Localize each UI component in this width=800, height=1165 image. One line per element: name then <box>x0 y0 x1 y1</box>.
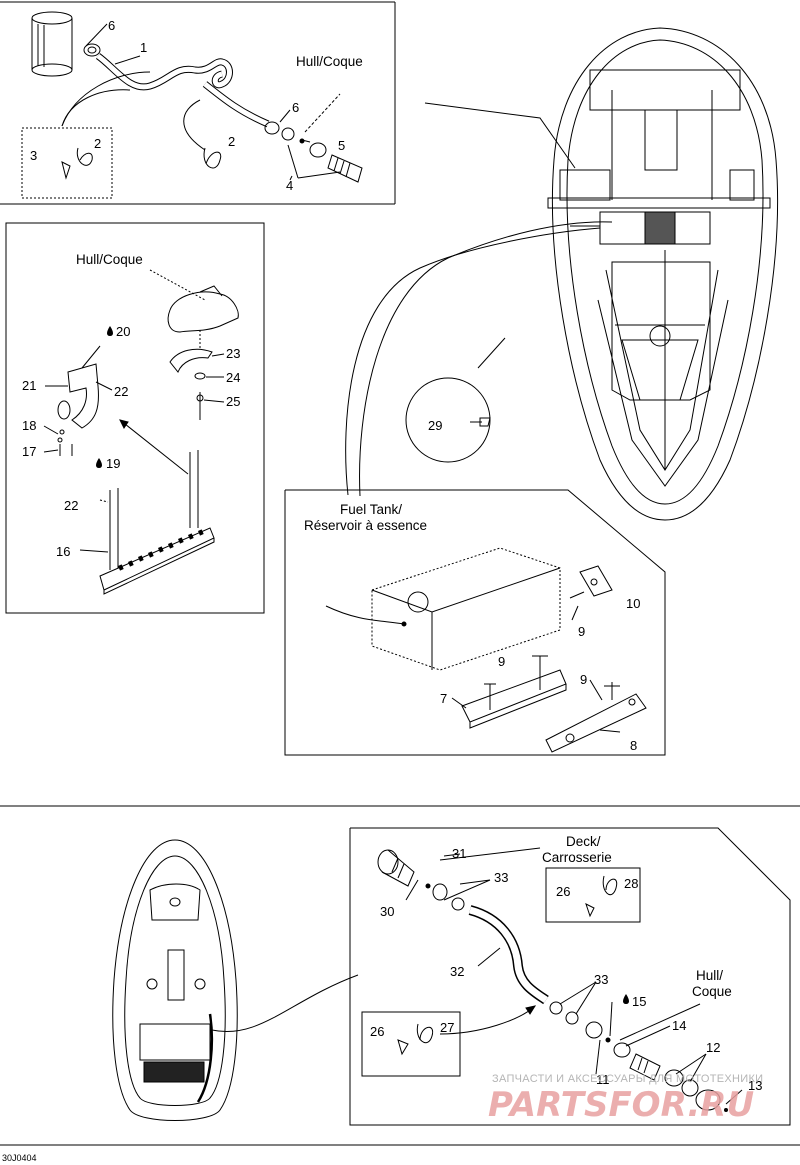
callout-24: 24 <box>226 370 240 385</box>
callout-13: 13 <box>748 1078 762 1093</box>
callout-33b: 33 <box>594 972 608 987</box>
callout-30: 30 <box>380 904 394 919</box>
bottom-assembly <box>361 847 743 1112</box>
drop-icon-15-group <box>623 994 629 1004</box>
callout-26b: 26 <box>370 1024 384 1039</box>
hull-top-view <box>547 27 779 521</box>
callout-27: 27 <box>440 1020 454 1035</box>
callout-9a: 9 <box>578 624 585 639</box>
callout-19: 19 <box>106 456 120 471</box>
callout-9b: 9 <box>498 654 505 669</box>
callout-16: 16 <box>56 544 70 559</box>
top-left-assembly <box>21 11 363 199</box>
callout-7: 7 <box>440 691 447 706</box>
hull-label-bottom-1: Hull/ <box>696 968 723 983</box>
callout-4: 4 <box>286 178 293 193</box>
hull-label-top: Hull/Coque <box>296 54 363 69</box>
callout-21: 21 <box>22 378 36 393</box>
hull-label-mid: Hull/Coque <box>76 252 143 267</box>
watermark-line1: ЗАПЧАСТИ И АКСЕССУАРЫ ДЛЯ МОТОТЕХНИКИ <box>492 1073 763 1085</box>
callout-26a: 26 <box>556 884 570 899</box>
callout-17: 17 <box>22 444 36 459</box>
watermark: ЗАПЧАСТИ И АКСЕССУАРЫ ДЛЯ МОТОТЕХНИКИ PA… <box>488 1073 763 1125</box>
mid-left-labels: Hull/Coque 16 17 18 19 20 21 22 22 23 24… <box>22 252 240 559</box>
drop-icon-15 <box>623 994 629 1004</box>
callout-31: 31 <box>452 846 466 861</box>
callout-20: 20 <box>116 324 130 339</box>
callout-22a: 22 <box>114 384 128 399</box>
callout-28: 28 <box>624 876 638 891</box>
grate-slots <box>118 529 204 571</box>
callout-15: 15 <box>632 994 646 1009</box>
callout-29: 29 <box>428 418 442 433</box>
fuel-tank-assembly <box>325 547 647 753</box>
callout-10: 10 <box>626 596 640 611</box>
callout-2b: 2 <box>228 134 235 149</box>
callout-23: 23 <box>226 346 240 361</box>
callout-22b: 22 <box>64 498 78 513</box>
callout-1: 1 <box>140 40 147 55</box>
deck-label-1: Deck/ <box>566 834 601 849</box>
diagram-code: 30J0404 <box>2 1153 37 1163</box>
drop-icons <box>96 326 113 468</box>
callout-11: 11 <box>596 1072 610 1087</box>
callout-2a: 2 <box>94 136 101 151</box>
zoom-circle <box>405 377 491 463</box>
callout-9c: 9 <box>580 672 587 687</box>
callout-5: 5 <box>338 138 345 153</box>
callout-6a: 6 <box>108 18 115 33</box>
callout-3: 3 <box>30 148 37 163</box>
callout-8: 8 <box>630 738 637 753</box>
callout-18: 18 <box>22 418 36 433</box>
hull-connectors <box>345 102 613 497</box>
top-left-labels: Hull/Coque 1 2 2 3 4 5 6 6 <box>30 18 363 193</box>
watermark-logo: PARTSFOR.RU <box>488 1085 754 1125</box>
deck-label-2: Carrosserie <box>542 850 612 865</box>
callout-25: 25 <box>226 394 240 409</box>
callout-33a: 33 <box>494 870 508 885</box>
callout-14: 14 <box>672 1018 686 1033</box>
fuel-tank-labels: Fuel Tank/ Réservoir à essence 7 8 9 9 9… <box>304 502 640 753</box>
fuel-tank-title-1: Fuel Tank/ <box>340 502 402 517</box>
callout-12: 12 <box>706 1040 720 1055</box>
mid-left-assembly <box>43 269 239 595</box>
hull-top-labels: 29 <box>428 418 442 433</box>
deck-view <box>112 839 238 1121</box>
callout-6b: 6 <box>292 100 299 115</box>
bottom-labels: Deck/ Carrosserie Hull/ Coque 11 12 13 1… <box>370 834 762 1093</box>
callout-32: 32 <box>450 964 464 979</box>
drop-icon-20 <box>107 326 113 336</box>
hull-label-bottom-2: Coque <box>692 984 732 999</box>
drop-icon-19 <box>96 458 102 468</box>
bottom-connectors <box>211 974 537 1035</box>
fuel-tank-title-2: Réservoir à essence <box>304 518 427 533</box>
